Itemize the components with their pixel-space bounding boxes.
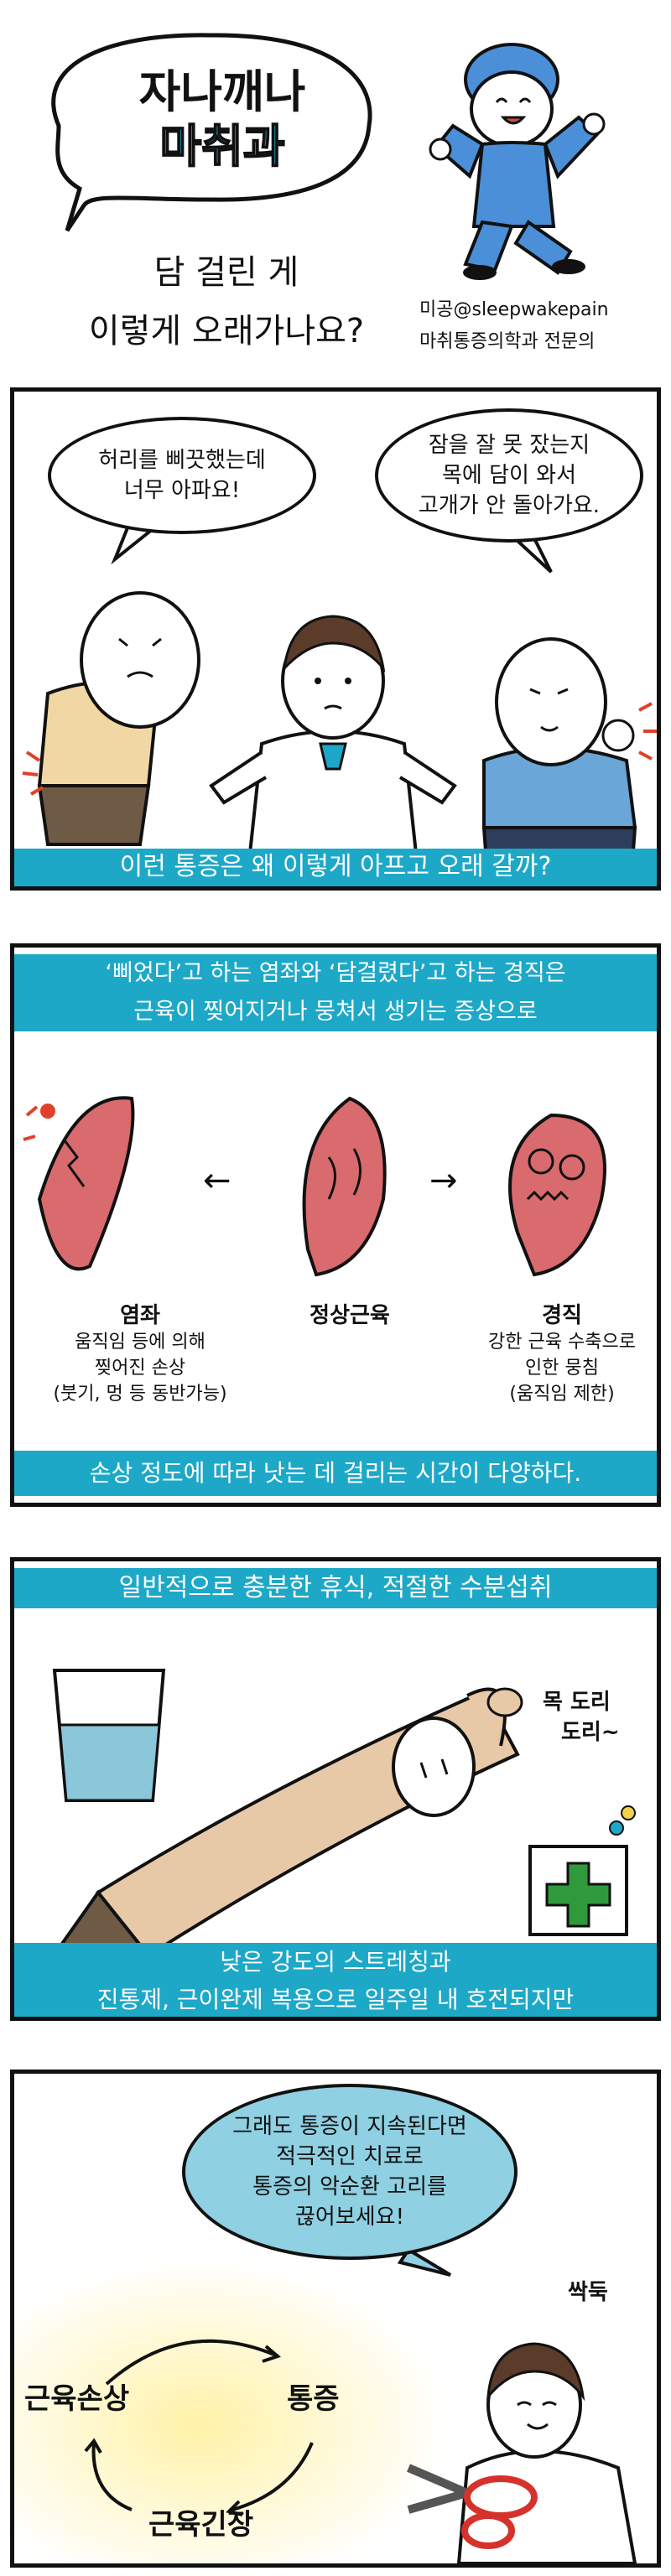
mascot-surgeon (429, 43, 606, 280)
bubble-right-line3: 고개가 안 돌아가요. (418, 493, 601, 518)
stiffness-desc-line2: 인한 뭉침 (525, 1358, 599, 1379)
cycle-muscle-damage: 근육손상 (24, 2382, 130, 2416)
sfx-neck-turn: 목 도리 도리~ (543, 1687, 657, 1748)
bubble-right-line1: 잠을 잘 못 잤는지 (428, 433, 590, 458)
water-glass-illustration (52, 1669, 166, 1802)
panel-pain-question: 허리를 삐끗했는데 너무 아파요! 잠을 잘 못 잤는지 목에 담이 와서 고개… (10, 387, 661, 891)
advice-line3: 통증의 악순환 고리를 (252, 2174, 447, 2199)
stiffness-title: 경직 (542, 1303, 582, 1328)
torn-muscle-illustration (23, 1096, 135, 1271)
sprain-title: 염좌 (120, 1303, 160, 1328)
stiffness-desc-line3: (움직임 제한) (509, 1384, 615, 1405)
sprain-info: 염좌 움직임 등에 의해 찢어진 손상 (붓기, 멍 등 동반가능) (31, 1298, 249, 1407)
advice-line4: 끊어보세요! (294, 2205, 405, 2230)
page-title-line1: 담 걸린 게 (153, 253, 299, 292)
cycle-muscle-tension: 근육긴장 (148, 2508, 254, 2542)
sprain-desc-line2: 찢어진 손상 (94, 1358, 186, 1379)
arrow-to-sprain: ← (203, 1161, 231, 1200)
sfx-snip: 싹둑 (568, 2280, 608, 2305)
arrow-to-stiffness: → (429, 1161, 458, 1200)
normal-muscle-illustration (302, 1096, 387, 1277)
caption-line2: 진통제, 근이완제 복용으로 일주일 내 호전되지만 (96, 1986, 575, 2013)
advice-line2: 적극적인 치료로 (276, 2144, 424, 2169)
header-art (51, 33, 606, 280)
panel2-banner: ‘삐었다’고 하는 염좌와 ‘담걸렸다’고 하는 경직은 근육이 찢어지거나 뭉… (14, 954, 657, 1031)
panel-sprain-vs-stiffness: ‘삐었다’고 하는 염좌와 ‘담걸렸다’고 하는 경직은 근육이 찢어지거나 뭉… (10, 943, 661, 1507)
sfx-line1: 목 도리 (543, 1690, 611, 1715)
caption-line1: 낮은 강도의 스트레칭과 (220, 1948, 451, 1976)
man-back-pain (22, 591, 200, 846)
muscle-diagram (23, 1096, 606, 1277)
bubble-left-line2: 너무 아파요! (123, 478, 241, 503)
speech-bubble-back-pain: 허리를 삐끗했는데 너무 아파요! (48, 417, 316, 534)
logo-line1: 자나깨나 (138, 65, 306, 118)
stiff-muscle-illustration (508, 1113, 606, 1277)
header: 자나깨나 마취과 담 걸린 게 이렇게 오래가나요? 미공@sleepwakep… (0, 0, 671, 377)
banner-line2: 근육이 찢어지거나 뭉쳐서 생기는 증상으로 (133, 999, 538, 1025)
logo-line2: 마취과 (159, 120, 285, 173)
credit-line1: 미공@sleepwakepain (419, 299, 609, 320)
banner-line1: ‘삐었다’고 하는 염좌와 ‘담걸렸다’고 하는 경직은 (105, 960, 566, 986)
sprain-desc-line1: 움직임 등에 의해 (75, 1332, 205, 1353)
panel4-art (14, 2247, 637, 2563)
panel2-caption: 손상 정도에 따라 낫는 데 걸리는 시간이 다양하다. (14, 1451, 657, 1496)
panel3-art (45, 1669, 636, 2017)
page-title-line2: 이렇게 오래가나요? (88, 312, 365, 351)
stiffness-desc-line1: 강한 근육 수축으로 (488, 1332, 636, 1353)
sprain-desc-line3: (붓기, 멍 등 동반가능) (53, 1384, 227, 1405)
panel3-banner: 일반적으로 충분한 휴식, 적절한 수분섭취 (14, 1568, 657, 1608)
panel3-caption: 낮은 강도의 스트레칭과 진통제, 근이완제 복용으로 일주일 내 호전되지만 (14, 1943, 657, 2017)
advice-line1: 그래도 통증이 지속된다면 (232, 2114, 467, 2139)
credit-line2: 마취통증의학과 전문의 (419, 331, 596, 352)
doctor-shrugging (209, 615, 457, 863)
bubble-right-line2: 목에 담이 와서 (441, 463, 577, 488)
sfx-line2: 도리~ (561, 1720, 620, 1745)
speech-bubble-neck-pain: 잠을 잘 못 잤는지 목에 담이 와서 고개가 안 돌아가요. (375, 408, 643, 543)
normal-muscle-title: 정상근육 (309, 1303, 390, 1328)
cycle-pain: 통증 (287, 2382, 340, 2416)
speech-bubble-advice: 그래도 통증이 지속된다면 적극적인 치료로 통증의 악순환 고리를 끊어보세요… (182, 2084, 518, 2260)
stiffness-info: 경직 강한 근육 수축으로 인한 뭉침 (움직임 제한) (467, 1298, 657, 1407)
panel-break-pain-cycle: 그래도 통증이 지속된다면 적극적인 치료로 통증의 악순환 고리를 끊어보세요… (10, 2070, 661, 2568)
panel1-caption: 이런 통증은 왜 이렇게 아프고 오래 갈까? (14, 849, 657, 886)
medicine-box-illustration (528, 1805, 636, 1936)
panel-rest-and-stretch: 일반적으로 충분한 휴식, 적절한 수분섭취 목 도리 도리~ 낮은 강도 (10, 1557, 661, 2021)
bubble-left-line1: 허리를 삐끗했는데 (98, 448, 266, 473)
doctor-with-scissors (407, 2342, 637, 2563)
